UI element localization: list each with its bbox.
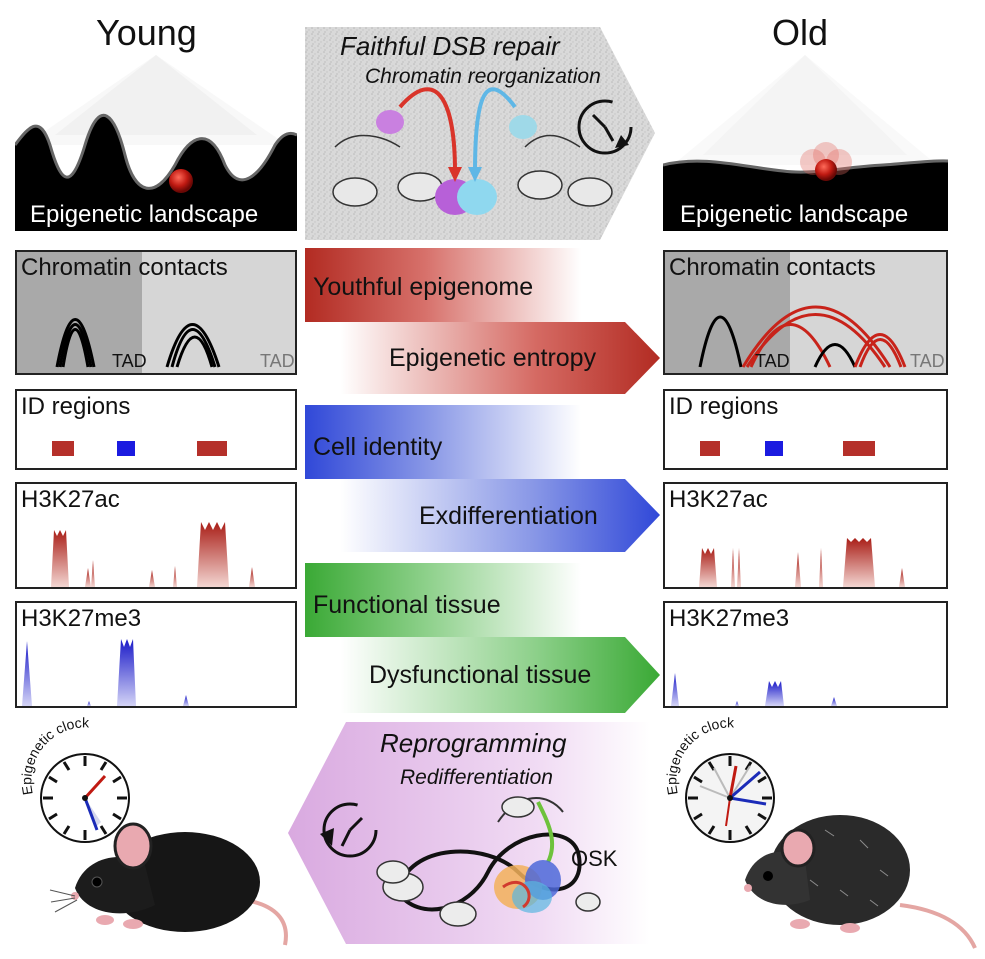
young-chromatin-panel: Chromatin contacts TAD TAD: [15, 250, 297, 375]
young-h3k27me3-panel: H3K27me3: [15, 601, 297, 708]
old-chromatin-label: Chromatin contacts: [669, 254, 876, 281]
cell-identity-band: Cell identity: [305, 405, 650, 479]
young-h3k27ac-panel: H3K27ac: [15, 482, 297, 589]
epigenetic-entropy-arrow: Epigenetic entropy: [305, 322, 660, 394]
young-tad-label-1: TAD: [112, 351, 147, 371]
old-id-regions-panel: ID regions: [663, 389, 948, 470]
id-region-red-2: [197, 441, 227, 456]
youthful-epigenome-text: Youthful epigenome: [313, 273, 534, 301]
young-landscape-label: Epigenetic landscape: [30, 201, 259, 228]
reprogramming-text: Reprogramming: [380, 728, 567, 758]
id-region-blue: [765, 441, 783, 456]
old-h3k27me3-label: H3K27me3: [669, 605, 790, 632]
redifferentiation-text: Redifferentiation: [400, 766, 553, 789]
exdifferentiation-arrow: Exdifferentiation: [305, 479, 660, 552]
old-h3k27ac-label: H3K27ac: [669, 486, 768, 513]
id-region-red-1: [700, 441, 720, 456]
dysfunctional-tissue-arrow: Dysfunctional tissue: [305, 637, 660, 713]
young-chromatin-label: Chromatin contacts: [21, 254, 228, 281]
old-landscape: Epigenetic landscape: [663, 55, 948, 231]
dsb-repair-text: Faithful DSB repair: [340, 31, 560, 61]
old-tad-label-2: TAD: [910, 351, 945, 371]
id-region-blue: [117, 441, 135, 456]
old-h3k27me3-panel: H3K27me3: [663, 601, 948, 708]
cell-identity-text: Cell identity: [313, 433, 443, 461]
young-id-regions-label: ID regions: [21, 393, 131, 420]
old-h3k27ac-panel: H3K27ac: [663, 482, 948, 589]
epigenetic-entropy-text: Epigenetic entropy: [389, 344, 597, 372]
young-mouse: [45, 810, 300, 950]
osk-text: OSK: [571, 846, 618, 871]
young-tad-label-2: TAD: [260, 351, 295, 371]
dsb-repair-arrow: Faithful DSB repair Chromatin reorganiza…: [305, 27, 655, 240]
id-region-red-2: [843, 441, 875, 456]
young-h3k27ac-label: H3K27ac: [21, 486, 120, 513]
young-id-regions-panel: ID regions: [15, 389, 297, 470]
young-landscape: Epigenetic landscape: [15, 55, 297, 231]
young-h3k27me3-label: H3K27me3: [21, 605, 142, 632]
old-landscape-label: Epigenetic landscape: [680, 201, 909, 228]
old-chromatin-panel: Chromatin contacts TAD TAD: [663, 250, 948, 375]
young-title: Young: [96, 12, 197, 53]
dysfunctional-tissue-text: Dysfunctional tissue: [369, 661, 592, 689]
functional-tissue-band: Functional tissue: [305, 563, 650, 637]
youthful-epigenome-band: Youthful epigenome: [305, 248, 650, 322]
old-epigenetic-clock: Epigenetic clock: [660, 716, 800, 856]
old-id-regions-label: ID regions: [669, 393, 779, 420]
chromatin-reorg-text: Chromatin reorganization: [365, 65, 601, 88]
functional-tissue-text: Functional tissue: [313, 591, 501, 619]
old-mouse: [730, 800, 980, 950]
id-region-red-1: [52, 441, 74, 456]
old-title: Old: [772, 12, 829, 53]
exdifferentiation-text: Exdifferentiation: [419, 502, 598, 530]
young-epigenetic-clock: Epigenetic clock: [15, 716, 155, 856]
reprogramming-arrow: Reprogramming Redifferentiation OSK: [288, 722, 650, 944]
tad-shade: [17, 252, 142, 373]
tad-shade: [665, 252, 790, 373]
old-tad-label-1: TAD: [755, 351, 790, 371]
